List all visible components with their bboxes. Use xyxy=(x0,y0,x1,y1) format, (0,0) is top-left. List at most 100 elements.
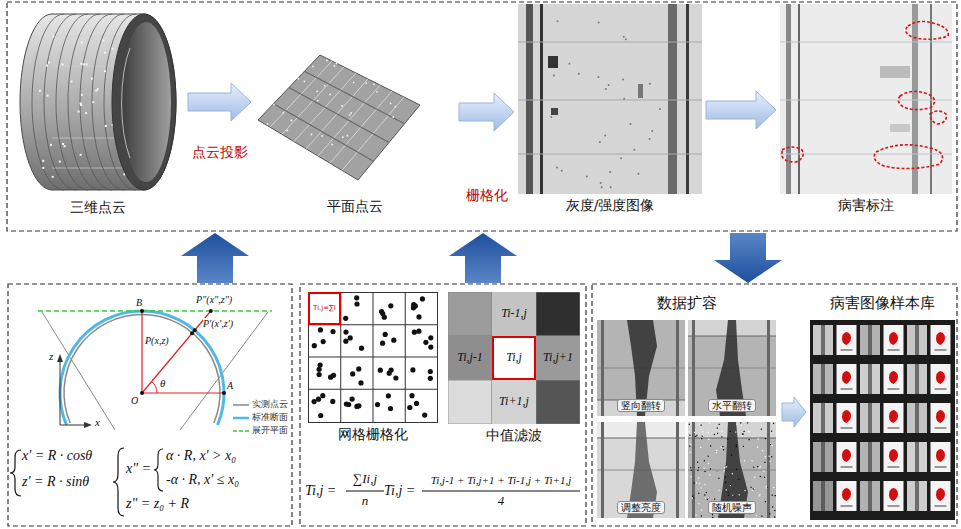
drawing-circle xyxy=(354,404,359,409)
drawing-path xyxy=(56,14,88,190)
drawing-rect xyxy=(704,468,705,469)
drawing-rect xyxy=(907,442,927,472)
node-caption: 中值滤波 xyxy=(486,427,542,443)
drawing-rect xyxy=(888,505,900,507)
drawing-rect xyxy=(52,176,54,178)
drawing-rect xyxy=(708,497,709,498)
drawing-rect xyxy=(740,422,741,423)
drawing-rect xyxy=(735,432,736,433)
drawing-rect xyxy=(492,380,536,424)
drawing-ellipse xyxy=(112,14,176,190)
drawing-rect xyxy=(80,154,82,156)
drawing-rect xyxy=(813,481,833,511)
drawing-rect xyxy=(931,442,951,472)
drawing-rect xyxy=(728,492,729,493)
formula-text: 4 xyxy=(498,494,505,508)
drawing-rect xyxy=(907,364,927,394)
drawing-rect xyxy=(810,320,955,520)
drawing-line xyxy=(308,357,438,358)
drawing-path xyxy=(152,382,157,394)
drawing-rect xyxy=(888,349,900,351)
drawing-rect xyxy=(747,422,748,423)
drawing-circle xyxy=(312,65,314,67)
drawing-rect xyxy=(548,56,558,68)
filter-cell: Ti,j+1 xyxy=(536,336,580,380)
drawing-rect xyxy=(701,487,702,488)
drawing-rect xyxy=(695,515,696,516)
drawing-rect xyxy=(689,424,690,425)
node-caption: 数据扩容 xyxy=(657,295,717,312)
drawing-rect xyxy=(759,467,760,468)
drawing-circle xyxy=(318,413,323,418)
drawing-rect xyxy=(764,477,765,478)
drawing-circle xyxy=(391,338,396,343)
drawing-rect xyxy=(699,503,700,504)
drawing-rect xyxy=(712,517,713,518)
drawing-rect xyxy=(774,510,775,511)
drawing-rect xyxy=(764,462,765,463)
drawing-rect xyxy=(717,471,718,472)
raster-grid: 网格栅格化Ti,j=∑I xyxy=(308,292,438,464)
drawing-rect xyxy=(771,431,772,432)
drawing-rect xyxy=(821,364,825,394)
drawing-rect xyxy=(701,509,702,510)
drawing-rect xyxy=(841,388,853,390)
drawing-rect xyxy=(743,434,744,435)
drawing-rect xyxy=(78,111,80,113)
drawing-path xyxy=(889,449,898,462)
drawing-path xyxy=(44,14,76,190)
drawing-circle xyxy=(318,362,323,367)
formula-text: z' = R · sinθ xyxy=(22,474,89,489)
drawing-rect xyxy=(774,516,775,517)
drawing-circle xyxy=(416,329,421,334)
drawing-rect xyxy=(492,292,536,336)
drawing-path xyxy=(68,14,100,190)
drawing-rect xyxy=(884,403,904,433)
filter-cell: Ti,j xyxy=(492,336,536,380)
drawing-rect xyxy=(688,320,776,416)
drawing-rect xyxy=(698,478,699,479)
drawing-rect xyxy=(915,325,919,355)
drawing-rect xyxy=(821,403,825,433)
median-filter-grid: 中值滤波Ti-1,jTi,j-1Ti,jTi,j+1Ti+1,j xyxy=(448,292,580,464)
drawing-rect xyxy=(736,445,737,446)
drawing-rect xyxy=(597,320,685,416)
drawing-rect xyxy=(868,481,872,511)
drawing-rect xyxy=(759,494,760,495)
drawing-rect xyxy=(769,461,770,462)
drawing-rect xyxy=(935,505,947,507)
drawing-rect xyxy=(708,456,709,457)
drawing-rect xyxy=(758,438,759,439)
drawing-rect xyxy=(860,442,880,472)
drawing-circle xyxy=(350,112,352,114)
drawing-rect xyxy=(690,444,691,445)
drawing-circle xyxy=(609,171,611,173)
drawing-circle xyxy=(386,393,391,398)
image-caption: 随机噪声 xyxy=(708,501,756,515)
block-arrow xyxy=(459,93,514,131)
drawing-circle xyxy=(298,78,300,80)
drawing-rect xyxy=(48,62,50,64)
drawing-polygon xyxy=(258,55,420,180)
drawing-line xyxy=(289,88,389,143)
drawing-ellipse xyxy=(121,22,171,182)
drawing-rect xyxy=(769,513,770,514)
intensity-image: 灰度/强度图像 xyxy=(518,4,702,220)
drawing-rect xyxy=(696,482,697,483)
drawing-rect xyxy=(707,499,708,500)
drawing-rect xyxy=(701,438,702,439)
drawing-path xyxy=(113,448,124,516)
drawing-rect xyxy=(638,84,643,98)
drawing-line xyxy=(422,491,580,492)
drawing-rect xyxy=(762,450,763,451)
block-arrow xyxy=(782,397,806,427)
drawing-rect xyxy=(754,477,755,478)
node-caption: 病害标注 xyxy=(838,197,894,213)
cell-text: Ti,j xyxy=(506,351,522,365)
drawing-rect xyxy=(697,462,698,463)
formula-text: α · R, x' > x₀ xyxy=(166,448,236,463)
drawing-rect xyxy=(749,439,750,440)
drawing-rect xyxy=(92,101,94,103)
drawing-rect xyxy=(714,518,715,519)
augmented-image: 水平翻转 xyxy=(688,320,776,416)
